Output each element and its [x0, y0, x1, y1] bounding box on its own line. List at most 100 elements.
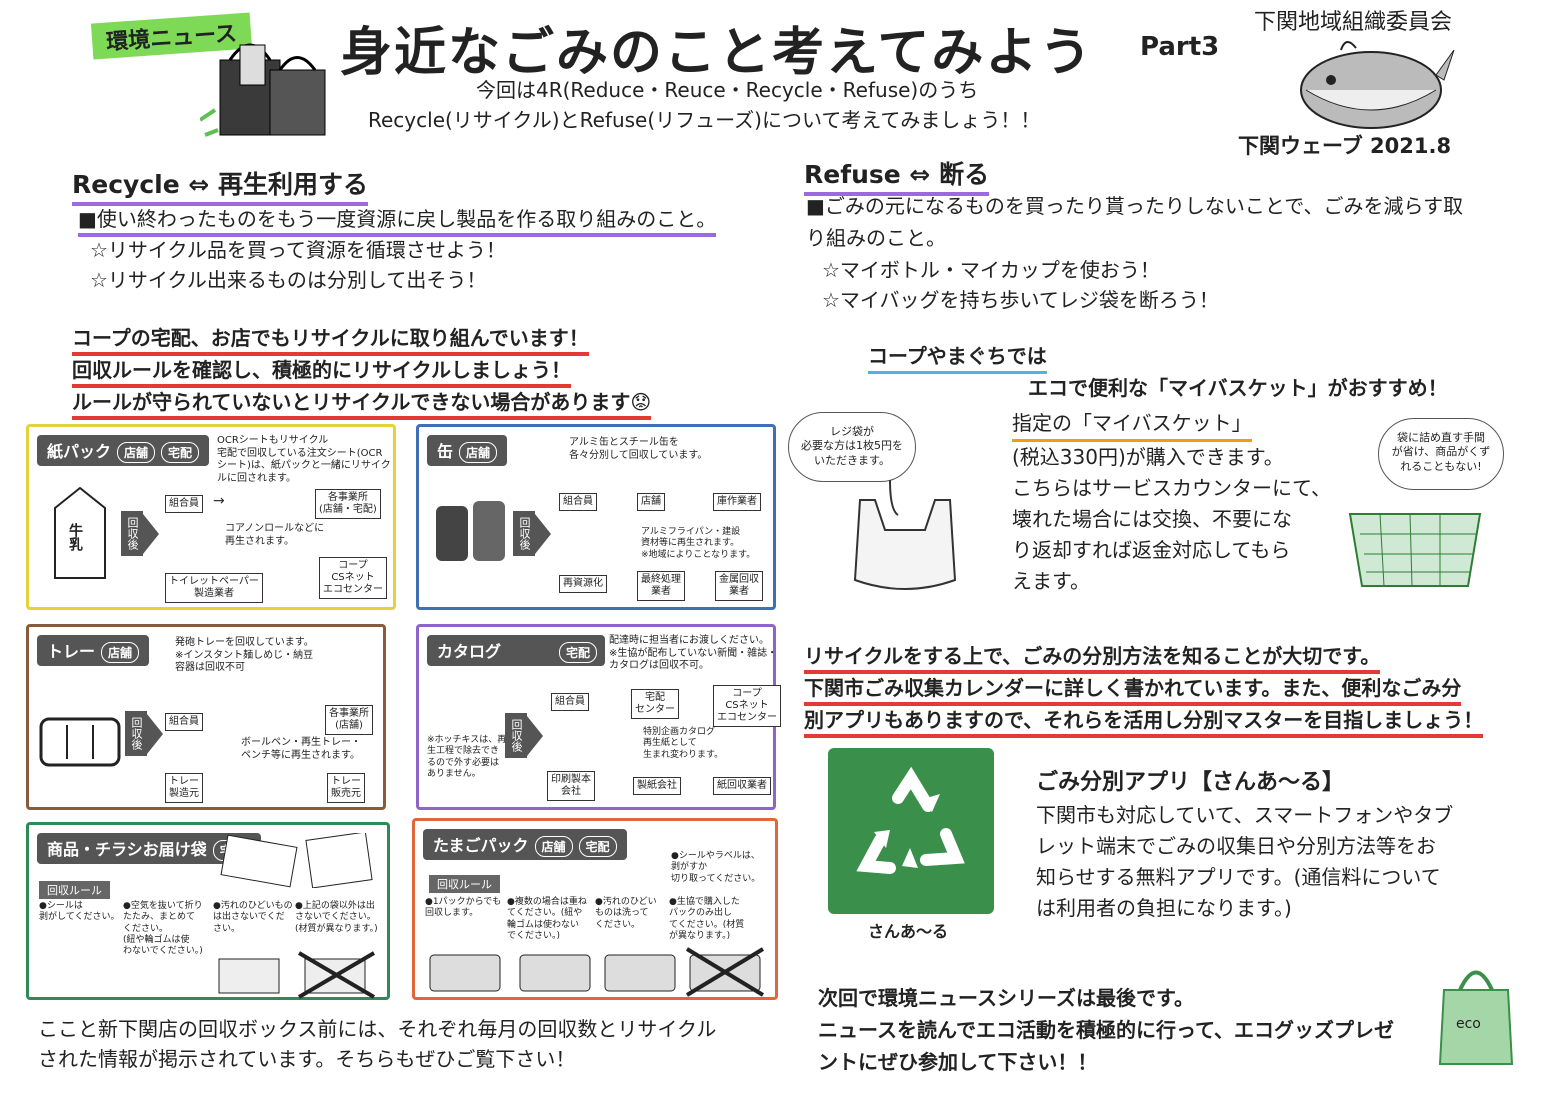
whale-icon [1300, 41, 1455, 129]
panel-note: 配達時に担当者にお渡しください。 ※生協が配布していない新聞・雑誌・ カタログは… [609, 635, 777, 673]
intro-line-1: 今回は4R(Reduce・Reuce・Recycle・Refuse)のうち [476, 78, 979, 102]
intro-line-2: Recycle(リサイクル)とRefuse(リフューズ)について考えてみましょう… [368, 108, 1041, 132]
panel-title-text: 紙パック [47, 442, 112, 461]
flow-box: コープ CSネット エコセンター [319, 557, 387, 599]
delivery-tag: 宅配 [578, 836, 617, 857]
flow-box: 印刷製本 会社 [547, 771, 595, 801]
flow-box: 宅配 センター [631, 689, 679, 719]
app-caption: さんあ〜る [868, 922, 949, 941]
flow-box: 金属回収 業者 [715, 571, 763, 601]
flow-box: 各事業所 (店舗・宅配) [315, 489, 381, 519]
sorting-line-2: 下関市ごみ収集カレンダーに詳しく書かれています。また、便利なごみ分 [804, 672, 1462, 706]
recycle-description: ■使い終わったものをもう一度資源に戻し製品を作る取り組みのこと。 [78, 203, 717, 237]
flow-box: トイレットペーパー 製造業者 [165, 573, 263, 603]
shopping-bag-illustration [200, 43, 326, 137]
prohibited-icon [218, 951, 376, 999]
issue-date: 下関ウェーブ 2021.8 [1238, 134, 1452, 158]
collection-arrow: 回収後 [505, 713, 543, 758]
panel-note: OCRシートもリサイクル 宅配で回収している注文シート(OCR シート)は、紙パ… [217, 435, 391, 485]
next-line: ントにぜひ参加して下さい！！ [818, 1050, 1098, 1074]
flow-box: 再資源化 [559, 575, 607, 593]
egg-packs-illustration [429, 947, 765, 997]
cans-icon [436, 501, 505, 561]
store-tag: 店舗 [534, 836, 573, 857]
bubble-right-line: 袋に詰め直す手間 [1397, 431, 1485, 444]
bubble-left-line: 必要な方は1枚5円を [801, 439, 903, 453]
panel-title: カタログ宅配 [427, 635, 605, 666]
milk-carton-panel: 紙パック店舗宅配 OCRシートもリサイクル 宅配で回収している注文シート(OCR… [26, 424, 396, 610]
recycle-heading: Recycle ⇔ 再生利用する [72, 165, 369, 206]
note-line: 各々分別して回収しています。 [569, 449, 708, 461]
note-line: 配達時に担当者にお渡しください。 [609, 635, 769, 646]
flow-box: 組合員 [165, 495, 203, 513]
panel-note: 発砲トレーを回収しています。 ※インスタント麺しめじ・納豆 容器は回収不可 [175, 637, 314, 675]
next-issue-note: 次回で環境ニュースシリーズは最後です。 ニュースを読んでエコ活動を積極的に行って… [818, 982, 1394, 1078]
catalog-panel: カタログ宅配 配達時に担当者にお渡しください。 ※生協が配布していない新聞・雑誌… [416, 624, 781, 810]
panel-title: 缶店舗 [427, 435, 508, 466]
flow-box: 庫作業者 [713, 493, 761, 511]
can-panel: 缶店舗 アルミ缶とスチール缶を 各々分別して回収しています。 回収後 組合員 店… [416, 424, 776, 610]
tray-icon [39, 717, 121, 767]
flow-note: アルミフライパン・建設 資材等に再生されます。 ※地域によりことなります。 [641, 527, 756, 560]
note-line: アルミ缶とスチール缶を [569, 437, 679, 448]
rule-item: ●1パックからでも 回収します。 [425, 897, 502, 919]
eco-bag-shape [1438, 970, 1514, 1065]
shopping-basket-icon [1348, 513, 1482, 587]
collection-arrow: 回収後 [125, 711, 163, 756]
note-line: ルに回されます。 [217, 472, 296, 484]
collection-arrow: 回収後 [513, 511, 551, 556]
arrow-right-icon: → [213, 493, 225, 509]
bags-illustration [220, 833, 373, 888]
sorting-line-1: リサイクルをする上で、ごみの分別方法を知ることが大切です。 [804, 640, 1381, 674]
panel-title-text: たまごパック [433, 836, 529, 855]
flow-box: 各事業所 (店舗) [325, 705, 373, 735]
recycle-tip-1: ☆リサイクル品を買って資源を循環させよう！ [90, 238, 506, 262]
carton-label: 牛乳 [67, 523, 83, 551]
note-line: カタログは回収不可。 [609, 660, 709, 671]
app-description: 下関市も対応していて、スマートフォンやタブ レット端末でごみの収集日や分別方法等… [1036, 800, 1453, 924]
app-title: ごみ分別アプリ【さんあ〜る】 [1036, 770, 1345, 795]
panel-title: トレー店舗 [37, 635, 150, 666]
rule-item: ●汚れのひどい ものは洗って ください。 [595, 897, 657, 930]
recycle-tip-2: ☆リサイクル出来るものは分別して出そう！ [90, 268, 487, 292]
note-line: ※生協が配布していない新聞・雑誌・ [609, 647, 778, 659]
note-line: 発砲トレーを回収しています。 [175, 637, 314, 648]
app-line: は利用者の負担になります。) [1036, 896, 1292, 920]
basket-bubble: 袋に詰め直す手間 が省け、商品がくず れることもない! [1378, 418, 1504, 490]
note-line: シート)は、紙パックと一緒にリサイク [217, 460, 391, 471]
rule-label: 回収ルール [429, 875, 500, 893]
sorting-line-3: 別アプリもありますので、それらを活用し分別マスターを目指しましょう！ [804, 704, 1484, 738]
basket-line: 壊れた場合には交換、不要にな [1012, 507, 1292, 531]
panel-title: たまごパック店舗宅配 [423, 829, 627, 860]
app-icon [828, 748, 994, 914]
rule-item: ●複数の場合は重ね てください。(紐や 輪ゴムは使わない でください。) [507, 897, 587, 941]
refuse-heading: Refuse ⇔ 断る [804, 155, 990, 196]
basket-line: 指定の「マイバスケット」 [1012, 408, 1252, 442]
next-line: 次回で環境ニュースシリーズは最後です。 [818, 986, 1194, 1010]
note-line: OCRシートもリサイクル [217, 435, 329, 446]
organization-name: 下関地域組織委員会 [1254, 10, 1453, 35]
tray-panel: トレー店舗 発砲トレーを回収しています。 ※インスタント麺しめじ・納豆 容器は回… [26, 624, 386, 810]
flow-box: 組合員 [165, 713, 203, 731]
flow-box: コープ CSネット エコセンター [713, 685, 781, 727]
app-line: 知らせする無料アプリです。(通信料について [1036, 865, 1441, 889]
refuse-tip-2: ☆マイバッグを持ち歩いてレジ袋を断ろう！ [822, 288, 1219, 312]
basket-description: 指定の「マイバスケット」 (税込330円)が購入できます。 こちらはサービスカウ… [1012, 408, 1331, 597]
panel-note: アルミ缶とスチール缶を 各々分別して回収しています。 [569, 437, 707, 462]
bubble-left-line: レジ袋が [830, 425, 874, 438]
rule-label: 回収ルール [39, 881, 110, 899]
rule-item: ●シールやラベルは、 剥がすか 切り取ってください。 [671, 851, 761, 884]
flow-note: ボールペン・再生トレー・ ペンチ等に再生されます。 [241, 737, 361, 761]
flow-box: 組合員 [551, 693, 589, 711]
footer-line: ここと新下関店の回収ボックス前には、それぞれ毎月の回収数とリサイクル [38, 1017, 717, 1041]
flow-box: 店舗 [637, 493, 665, 511]
basket-recommend: エコで便利な「マイバスケット」がおすすめ！ [1028, 376, 1448, 400]
panel-title: 紙パック店舗宅配 [37, 435, 210, 466]
plastic-bag-bubble: レジ袋が 必要な方は1枚5円を いただきます。 [788, 412, 916, 482]
refuse-description-1: ■ごみの元になるものを買ったり貰ったりしないことで、ごみを減らす取 [806, 194, 1464, 218]
note-line: 容器は回収不可 [175, 662, 245, 673]
eco-label: eco [1456, 1016, 1481, 1032]
note-line: ※インスタント麺しめじ・納豆 [175, 649, 314, 661]
store-tag: 店舗 [117, 442, 156, 463]
flow-box: 紙回収業者 [713, 777, 771, 795]
